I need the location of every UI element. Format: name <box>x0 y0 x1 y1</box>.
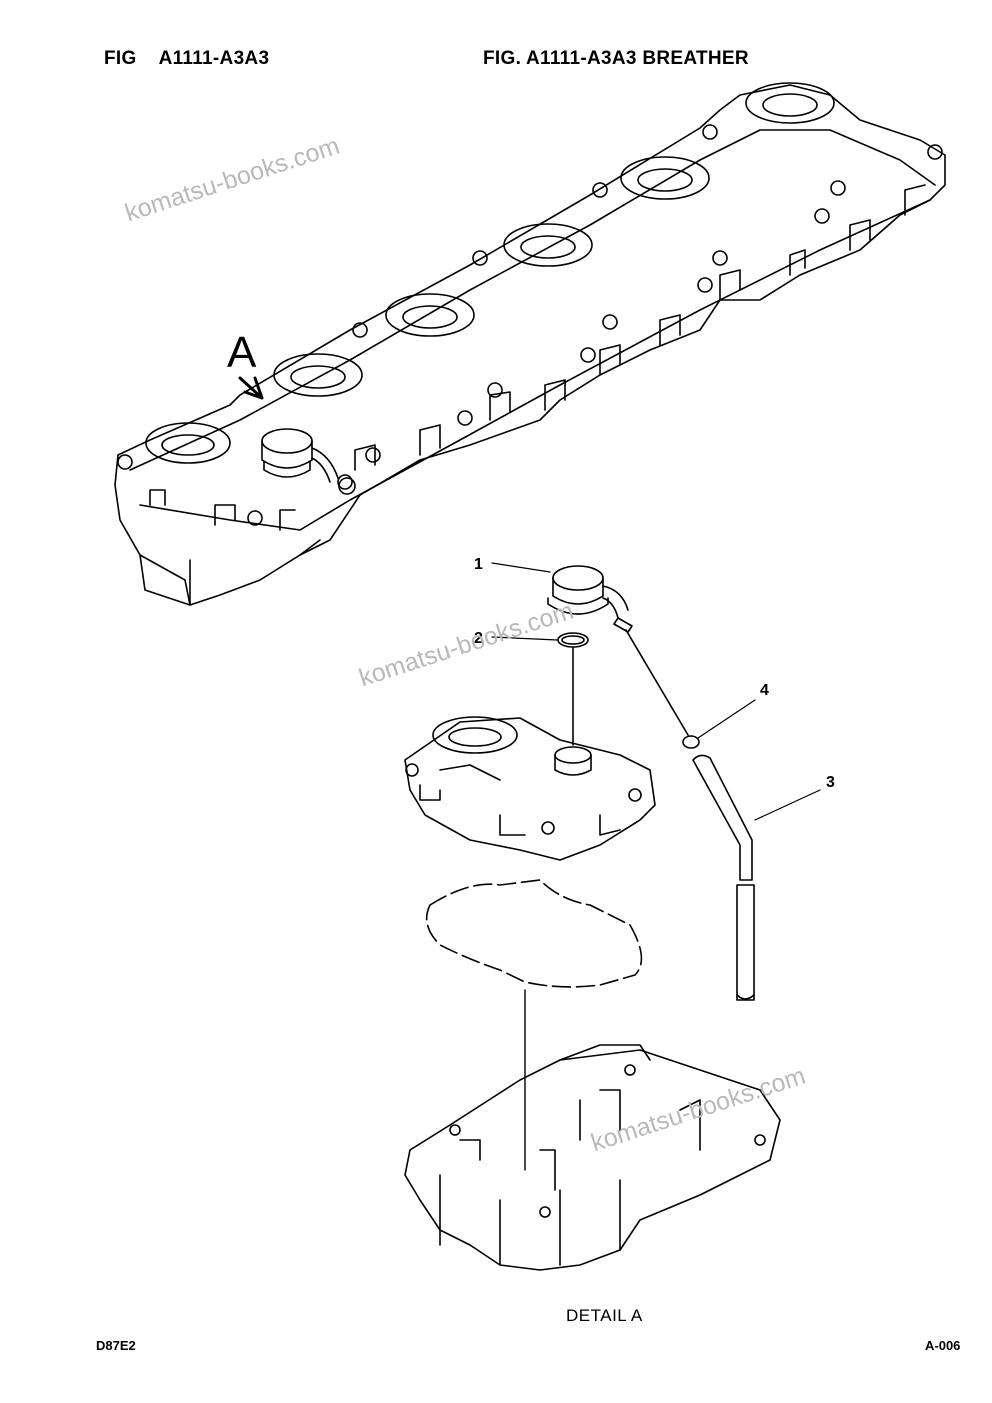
part-3-hose <box>692 754 755 1001</box>
hose-axis-line <box>625 629 689 736</box>
leader-4 <box>697 699 756 739</box>
model-code: D87E2 <box>96 1338 136 1353</box>
figure-title: FIG. A1111-A3A3 BREATHER <box>483 48 749 69</box>
fig-prefix: FIG <box>104 48 137 69</box>
cylinder-head-section <box>404 989 781 1271</box>
gasket <box>425 879 643 988</box>
detail-caption: DETAIL A <box>566 1306 643 1325</box>
callout-1: 1 <box>474 556 483 573</box>
callout-4: 4 <box>760 682 769 699</box>
leader-3 <box>754 789 821 821</box>
callout-3: 3 <box>826 774 835 791</box>
fig-code: A1111-A3A3 <box>158 48 270 69</box>
figure-code: FIG A1111-A3A3 <box>104 48 269 70</box>
callout-2: 2 <box>474 630 483 647</box>
leader-2 <box>491 636 558 641</box>
view-marker-a: A <box>227 328 257 377</box>
head-cover-assembly <box>114 82 946 606</box>
part-2-o-ring <box>557 632 589 648</box>
part-4-clamp <box>682 735 700 749</box>
page-number: A-006 <box>925 1338 961 1353</box>
head-cover-section <box>404 716 656 861</box>
leader-1 <box>491 562 551 573</box>
